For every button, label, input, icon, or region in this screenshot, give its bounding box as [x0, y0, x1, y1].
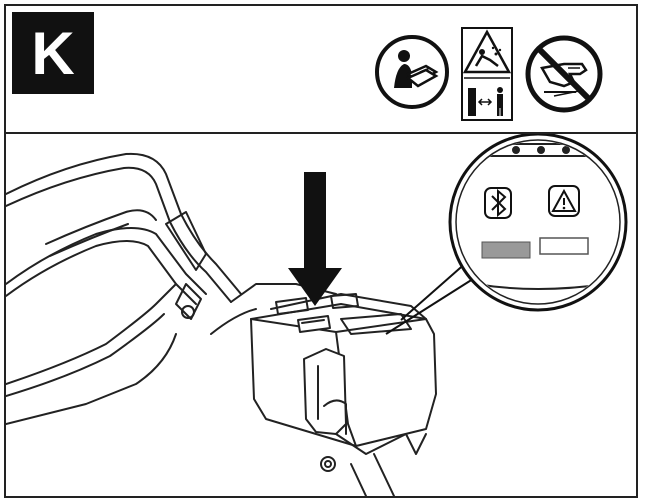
warning-debris-keep-distance-icon	[461, 27, 513, 121]
step-label: K	[12, 12, 94, 94]
trimmer-illustration	[6, 134, 628, 496]
instruction-panel: K	[4, 4, 638, 498]
handle-loop	[6, 152, 242, 295]
panel-header: K	[6, 6, 636, 134]
down-arrow	[288, 172, 342, 306]
warning-triangle-icon	[548, 185, 580, 217]
callout-magnifier	[448, 134, 628, 312]
trigger	[303, 348, 347, 435]
bluetooth-icon	[484, 187, 512, 219]
indicator-light-on	[481, 241, 531, 259]
no-hands-icon	[525, 35, 603, 113]
safety-icons	[374, 26, 614, 122]
read-manual-icon	[375, 35, 449, 109]
indicator-light-off	[539, 237, 589, 255]
